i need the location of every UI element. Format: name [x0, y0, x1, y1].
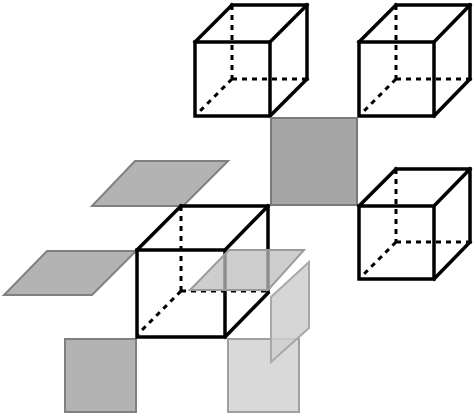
vertical-panel-overlay: [270, 259, 310, 365]
parallelogram-panel-overlay: [187, 249, 307, 291]
square-panel-center: [270, 117, 358, 206]
square-panel-bottom-left: [64, 338, 137, 413]
parallelogram-panel-lower: [1, 250, 139, 296]
square-panel-bottom-right: [227, 338, 300, 413]
parallelogram-panel-upper: [89, 160, 231, 207]
cube-center: [134, 203, 271, 340]
cube-top-left: [192, 2, 310, 119]
cube-top-right: [356, 2, 473, 119]
cube-right-middle: [356, 166, 473, 282]
